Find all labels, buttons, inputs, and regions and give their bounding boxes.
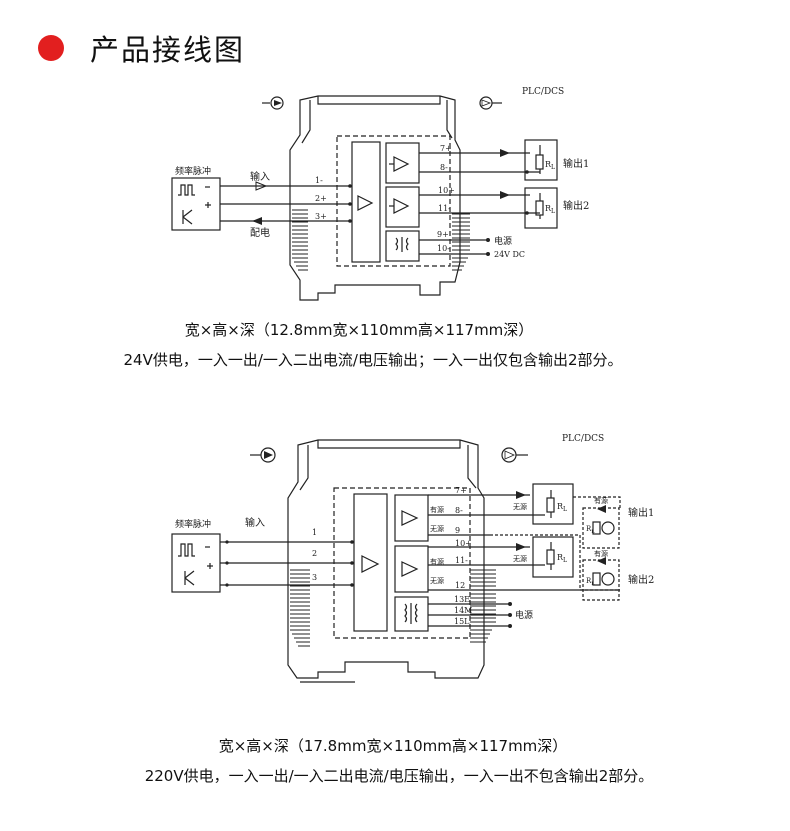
load-label-2: RL — [545, 204, 555, 215]
terminal-9: 9 — [455, 526, 460, 535]
load-resistor-1 — [546, 497, 555, 513]
load-label-4: RL — [586, 577, 595, 587]
right-vent-ribs — [452, 213, 470, 271]
terminal-8: 8- — [455, 506, 463, 515]
terminal-13: 13E — [454, 595, 470, 604]
source-label: 频率脉冲 — [175, 165, 211, 177]
terminal-2: 2 — [312, 549, 317, 558]
left-vent-ribs — [292, 209, 308, 271]
output1-block — [385, 142, 420, 184]
transistor-icon — [182, 209, 193, 225]
pulse-waveform-icon — [178, 543, 195, 557]
caption-description-1: 24V供电，一入一出/一入二出电流/电压输出；一入一出仅包含输出2部分。 — [123, 351, 623, 369]
caption-dimensions-2: 宽×高×深（17.8mm宽×110mm高×117mm深） — [218, 737, 568, 755]
terminal-3: 3+ — [315, 212, 327, 221]
terminal-8: 8- — [440, 163, 448, 172]
output1-label: 输出1 — [628, 506, 654, 519]
input-flow-icon — [270, 96, 284, 110]
pulse-waveform-icon — [178, 184, 195, 196]
right-vent-ribs — [470, 569, 496, 643]
wiring-diagram-220v: PLC/DCS 频率脉冲 输入 1 2 3 7+ 8- 9 10+ 11- 12… — [171, 434, 654, 683]
pulse-source-box — [171, 177, 221, 231]
transistor-icon — [184, 570, 195, 586]
input-amplifier-block — [351, 141, 381, 263]
output2-label: 输出2 — [628, 573, 654, 586]
terminal-1: 1- — [315, 176, 323, 185]
passive-label-1: 无源 — [430, 524, 444, 533]
red-bullet-icon — [38, 35, 64, 61]
load-label-2: RL — [557, 553, 567, 564]
module-housing — [287, 439, 485, 679]
passive-label-3: 无源 — [513, 502, 527, 511]
terminal-10m: 10- — [437, 244, 450, 253]
load-resistor-2 — [546, 549, 555, 565]
inner-circuit-board — [336, 135, 451, 267]
output1-label: 输出1 — [563, 157, 589, 170]
caption-description-2: 220V供电，一入一出/一入二出电流/电压输出，一入一出不包含输出2部分。 — [144, 767, 654, 785]
plc-label: PLC/DCS — [522, 87, 564, 97]
left-vent-ribs — [290, 569, 310, 647]
pulse-source-box — [171, 533, 221, 593]
plc-load-box-2 — [532, 536, 574, 578]
section-header: 产品接线图 — [38, 28, 245, 68]
plc-load-box-1 — [524, 139, 558, 181]
plc-label: PLC/DCS — [562, 434, 604, 444]
supply-label: 配电 — [250, 226, 270, 239]
active-label-3: 有源 — [594, 496, 608, 505]
power-spec: 24V DC — [494, 250, 525, 259]
input-label: 输入 — [250, 170, 270, 183]
wiring-diagram-24v: PLC/DCS 频率脉冲 输入 配电 1- 2+ 3+ 7+ 8- 10+ 11… — [171, 87, 589, 301]
source-label: 频率脉冲 — [175, 518, 211, 530]
caption-dimensions-1: 宽×高×深（12.8mm宽×110mm高×117mm深） — [184, 321, 534, 339]
output2-block — [394, 545, 429, 593]
load-label-1: RL — [557, 502, 567, 513]
input-label: 输入 — [245, 516, 265, 529]
terminal-11: 11- — [438, 204, 451, 213]
load-label-1: RL — [545, 160, 555, 171]
power-label: 电源 — [515, 609, 533, 621]
passive-label-4: 无源 — [513, 554, 527, 563]
active-label-1: 有源 — [430, 505, 444, 514]
plc-load-box-2 — [524, 187, 558, 229]
terminal-1: 1 — [312, 528, 317, 537]
terminal-10: 10+ — [455, 539, 472, 548]
current-source-icon-1 — [601, 521, 615, 535]
current-source-icon-2 — [601, 572, 615, 586]
passive-label-2: 无源 — [430, 576, 444, 585]
isolation-transformer-block — [394, 596, 429, 632]
active-label-4: 有源 — [594, 549, 608, 558]
terminal-7: 7+ — [440, 144, 452, 153]
module-housing — [289, 95, 461, 301]
output2-block — [385, 186, 420, 228]
power-label: 电源 — [494, 235, 512, 247]
load-label-3: RL — [586, 525, 595, 535]
terminal-7: 7+ — [455, 486, 467, 495]
plc-load-box-1 — [532, 483, 574, 525]
load-resistor-1 — [535, 154, 544, 170]
input-amplifier-block — [353, 493, 388, 632]
active-label-2: 有源 — [430, 557, 444, 566]
terminal-14: 14M — [454, 606, 472, 615]
terminal-9: 9+ — [437, 230, 449, 239]
terminal-11: 11- — [455, 556, 468, 565]
terminal-3: 3 — [312, 573, 317, 582]
output2-label: 输出2 — [563, 199, 589, 212]
terminal-2: 2+ — [315, 194, 327, 203]
terminal-15: 15L — [454, 617, 470, 626]
terminal-10p: 10+ — [438, 186, 455, 195]
output1-block — [394, 494, 429, 542]
section-title: 产品接线图 — [90, 33, 246, 67]
terminal-12: 12 — [455, 581, 465, 590]
isolation-transformer-block — [385, 230, 420, 262]
